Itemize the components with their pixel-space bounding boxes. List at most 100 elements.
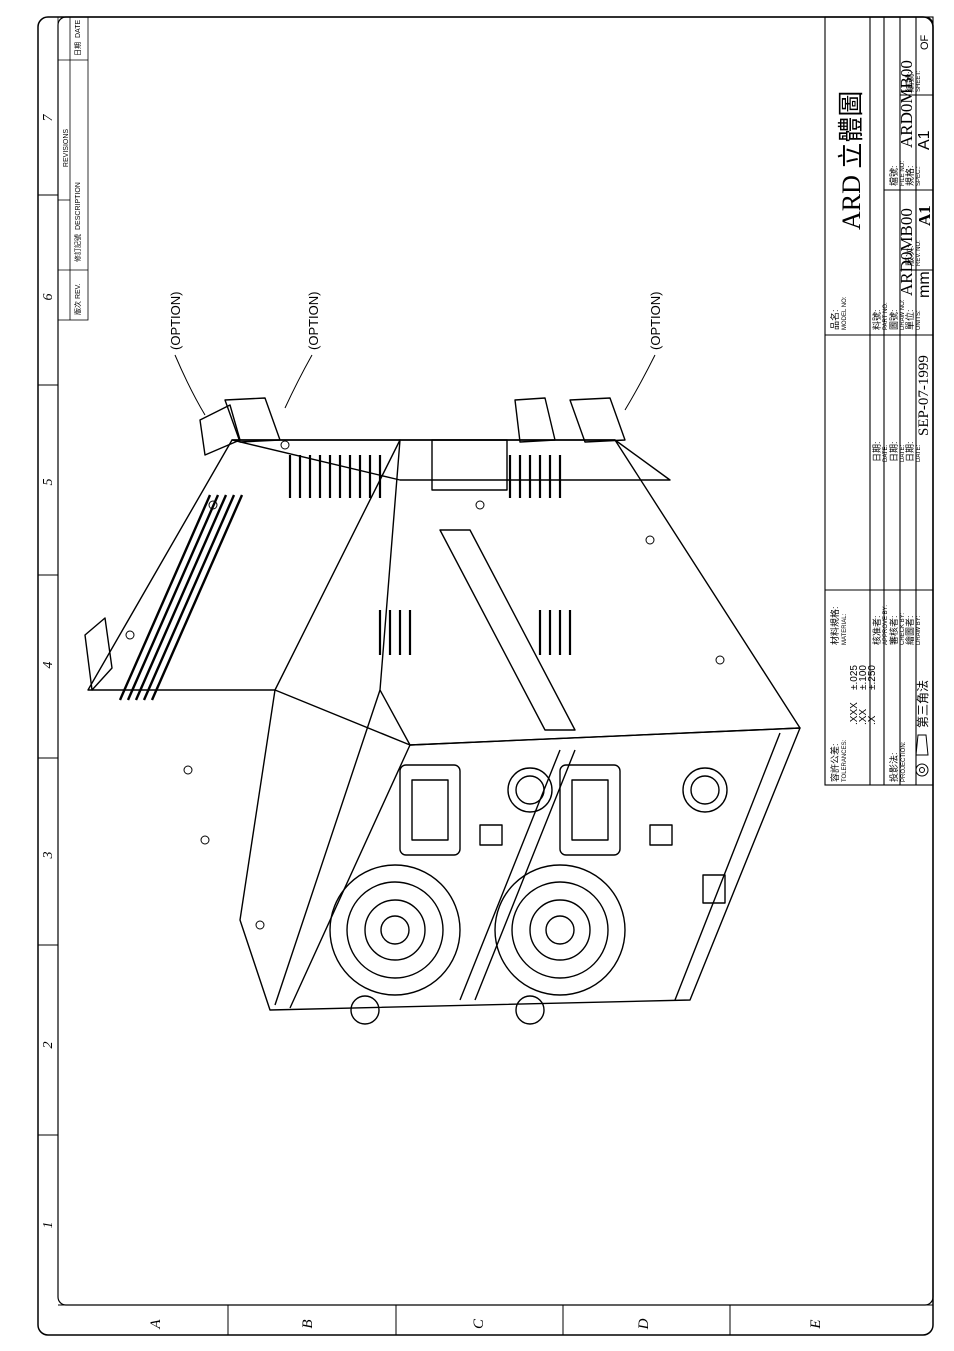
vent-slots-top xyxy=(118,494,244,701)
guide-rail xyxy=(439,529,576,731)
option-callout: (OPTION) xyxy=(648,292,663,351)
zone-number: 4 xyxy=(41,662,56,669)
units-label-zh: 單位: xyxy=(904,309,915,330)
approve-label-zh: 核准者: xyxy=(871,615,882,645)
zone-number: 5 xyxy=(41,479,56,486)
file-no-value: ARD0MB00 xyxy=(897,60,916,148)
screws xyxy=(125,440,725,930)
sheet-label-zh: 編號: xyxy=(904,71,915,92)
back-panel xyxy=(231,439,671,481)
draw-by-label: DRAW BY: xyxy=(916,616,922,645)
revisions-title: REVISIONS xyxy=(63,129,70,167)
revisions-block xyxy=(57,16,89,321)
callout-leaders xyxy=(174,354,656,416)
mounting-flange xyxy=(84,617,113,691)
file-no-label: FILE NO: xyxy=(900,161,906,186)
zone-number: 3 xyxy=(41,852,56,860)
mounting-flange xyxy=(514,397,556,443)
projection-value: 第三角法 xyxy=(916,680,930,728)
date-label: DATE: xyxy=(883,444,889,462)
zone-strip-left xyxy=(38,194,58,1136)
tolerances-label: TOLERANCES: xyxy=(842,739,848,782)
date-value: SEP-07-1999 xyxy=(916,355,932,436)
side-panel xyxy=(379,439,801,746)
rev-label: REV. NO: xyxy=(916,240,922,266)
check-label-zh: 審核者: xyxy=(888,615,899,645)
sheet-value: OF xyxy=(919,34,931,50)
part-label-zh: 料號: xyxy=(871,309,882,330)
spec-value: A1 xyxy=(916,130,933,150)
tol-xxx: .XXX xyxy=(849,702,860,725)
tol-x-value: ±.250 xyxy=(867,665,878,690)
zone-strip-bottom xyxy=(58,1304,933,1335)
mounting-flange xyxy=(199,404,241,456)
option-callout: (OPTION) xyxy=(306,292,321,351)
date-label: DATE: xyxy=(900,444,906,462)
zone-letter: D xyxy=(636,1318,652,1330)
model-label: MODEL NO: xyxy=(842,296,848,330)
power-supply-assembly-drawing xyxy=(84,397,801,1025)
units-value: mm xyxy=(916,271,933,298)
vent-slots-back xyxy=(288,455,562,498)
zone-number: 2 xyxy=(41,1042,56,1049)
tol-x: .X xyxy=(867,715,878,725)
third-angle-symbol xyxy=(915,734,929,777)
date-label: DATE: xyxy=(916,444,922,462)
tol-xxx-value: ±.025 xyxy=(849,665,860,690)
material-label-zh: 材料規格: xyxy=(829,606,840,645)
tol-xx-value: ±.100 xyxy=(858,665,869,690)
draw-no-label: DRAW NO: xyxy=(900,299,906,330)
date-label-zh: 日期: xyxy=(889,441,899,462)
tolerances-label-zh: 容許公差: xyxy=(829,743,840,782)
vent-slots-side xyxy=(378,610,572,655)
mounting-flange xyxy=(224,397,281,443)
rev-label-zh: 版次: xyxy=(904,245,915,266)
draw-no-value: ARD0MB00 xyxy=(897,208,916,296)
spec-label: SPEC.: xyxy=(916,166,922,186)
projection-label: PROJECTION: xyxy=(901,741,907,782)
approve-label: APPROVE BY: xyxy=(883,605,889,645)
zone-letter: E xyxy=(808,1319,824,1329)
zone-letter: A xyxy=(148,1319,164,1330)
desc-column-label: DESCRIPTION xyxy=(75,182,82,230)
zone-number: 6 xyxy=(41,294,56,301)
power-module-2 xyxy=(494,764,728,1025)
title-block-frame xyxy=(824,16,934,786)
mounting-flange xyxy=(569,397,626,443)
date-label-zh: 日期: xyxy=(905,441,915,462)
draw-by-label-zh: 繪圖者: xyxy=(904,615,915,645)
part-label: PART NO: xyxy=(883,302,889,330)
inner-border xyxy=(57,16,934,1306)
zone-number: 1 xyxy=(41,1222,56,1229)
model-label-zh: 品名: xyxy=(829,309,840,330)
rev-column-label: 版次 REV. xyxy=(73,283,82,315)
units-label: UNITS: xyxy=(916,310,922,330)
spec-label-zh: 規格: xyxy=(904,165,915,186)
zone-letters: A B C D E xyxy=(148,1318,824,1330)
date-column-label-zh: 日期 xyxy=(74,42,82,56)
zone-number: 7 xyxy=(41,114,56,122)
date-column-label: DATE xyxy=(75,20,82,38)
desc-column-label-zh: 修訂記號 xyxy=(73,234,82,262)
zone-letter: C xyxy=(471,1318,487,1329)
switch xyxy=(702,874,726,904)
zone-numbers: 1 2 3 4 5 6 7 xyxy=(41,114,56,1229)
zone-letter: B xyxy=(300,1319,316,1328)
cooling-fan xyxy=(329,864,461,996)
material-label: MATERIAL: xyxy=(842,613,848,645)
rev-value: A1 xyxy=(915,205,934,226)
projection-label-zh: 投影法: xyxy=(888,752,899,782)
cooling-fan xyxy=(494,864,626,996)
draw-no-label-zh: 圖號: xyxy=(888,309,899,330)
sheet-label: SHEET: xyxy=(916,71,922,92)
tol-xx: .XX xyxy=(858,709,869,725)
latch-handle xyxy=(431,439,508,491)
option-callout: (OPTION) xyxy=(168,292,183,351)
check-label: CHECK BY: xyxy=(900,613,906,645)
power-module-1 xyxy=(329,764,553,1025)
model-value: ARD 立體圖 xyxy=(837,91,866,230)
file-no-label-zh: 檔號: xyxy=(888,165,899,186)
top-panel xyxy=(87,439,401,691)
outer-border xyxy=(37,16,934,1336)
